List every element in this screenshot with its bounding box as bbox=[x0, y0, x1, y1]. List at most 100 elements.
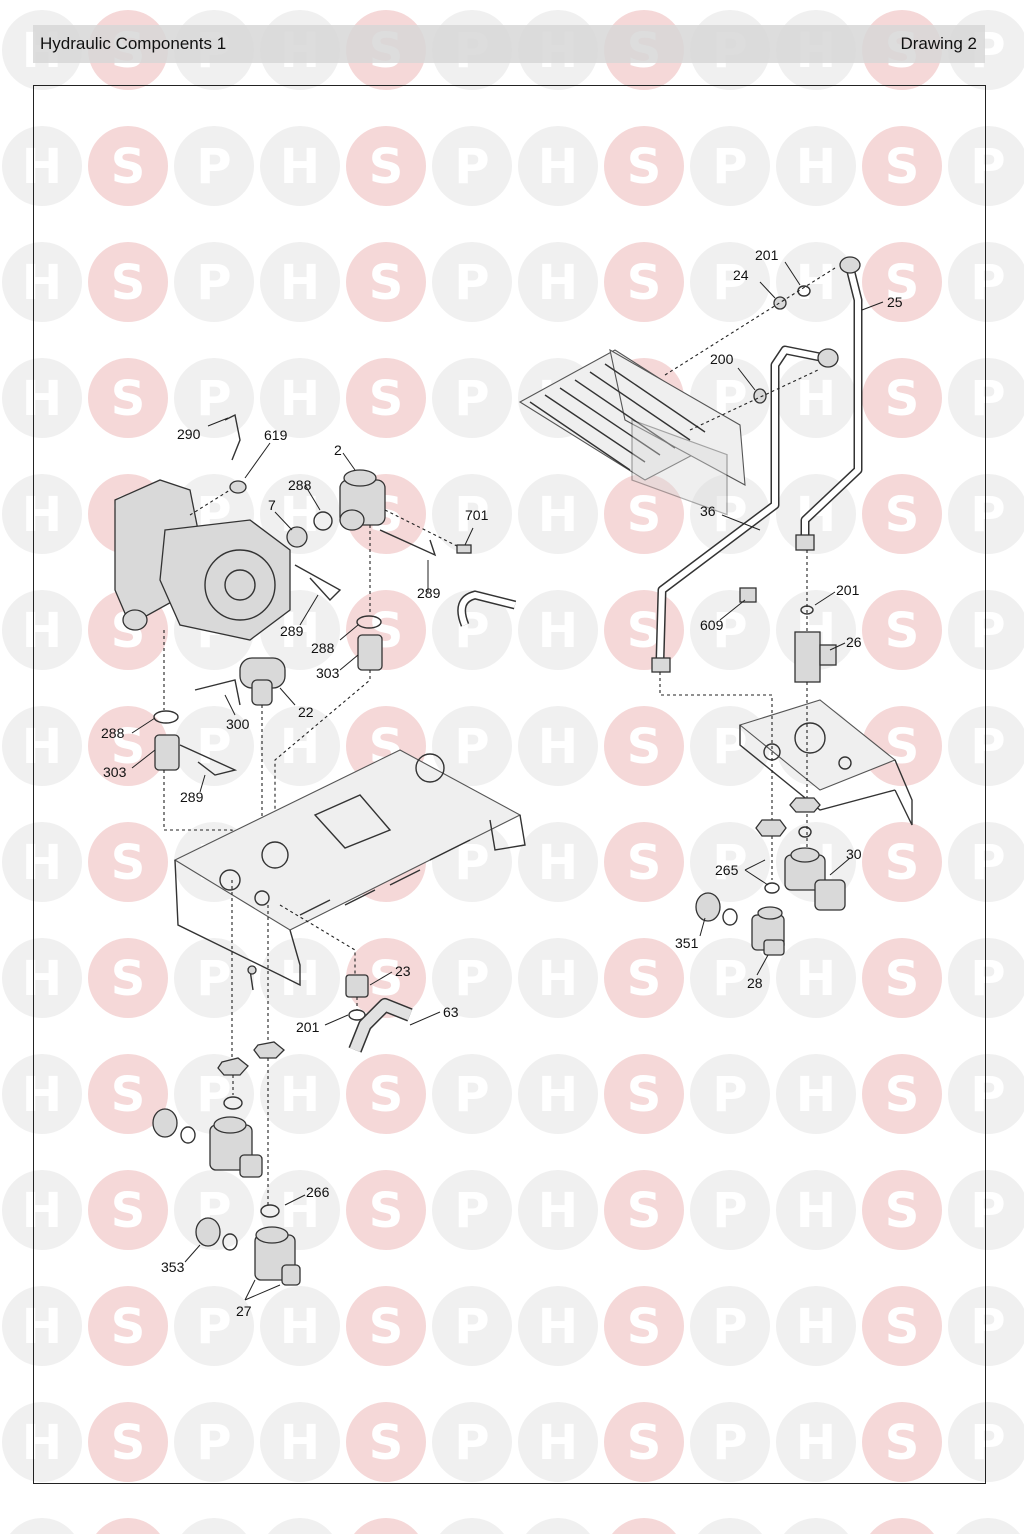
watermark-letter: S bbox=[369, 1415, 404, 1471]
watermark-s-circle: S bbox=[604, 706, 684, 786]
watermark-letter: S bbox=[111, 1183, 146, 1239]
watermark-letter: P bbox=[970, 835, 1005, 891]
watermark-s-circle: S bbox=[604, 1170, 684, 1250]
watermark-s-circle: S bbox=[346, 1170, 426, 1250]
watermark-s-circle: S bbox=[870, 1518, 934, 1534]
adaptor-303-left bbox=[154, 734, 180, 771]
watermark-p-circle: P bbox=[690, 1170, 770, 1250]
watermark-h-circle: H bbox=[2, 474, 82, 554]
watermark-letter: S bbox=[111, 1531, 146, 1534]
callout-200: 200 bbox=[710, 351, 734, 367]
seal-288-mid bbox=[356, 615, 382, 629]
watermark-s-circle: S bbox=[88, 126, 168, 206]
watermark-letter: P bbox=[970, 1183, 1005, 1239]
watermark-h-circle: H bbox=[776, 358, 856, 438]
watermark-p-circle: P bbox=[690, 822, 770, 902]
watermark-letter: H bbox=[538, 487, 578, 543]
watermark-letter: P bbox=[196, 1415, 231, 1471]
watermark-s-circle: S bbox=[604, 474, 684, 554]
watermark-letter: P bbox=[196, 255, 231, 311]
pump-assembly bbox=[114, 479, 291, 641]
watermark-s-circle: S bbox=[604, 1402, 684, 1482]
watermark-letter: S bbox=[627, 1183, 662, 1239]
watermark-letter: H bbox=[538, 1067, 578, 1123]
watermark-s-circle: S bbox=[346, 938, 426, 1018]
clip-290 bbox=[224, 413, 241, 461]
watermark-s-circle: S bbox=[604, 1286, 684, 1366]
flow-pipe-25 bbox=[795, 256, 863, 551]
watermark-letter: S bbox=[885, 719, 920, 775]
watermark-letter: H bbox=[22, 1183, 62, 1239]
flow-sensor-26 bbox=[794, 550, 837, 683]
watermark-p-circle: P bbox=[948, 590, 1024, 670]
callout-266: 266 bbox=[306, 1184, 330, 1200]
watermark-s-circle: S bbox=[862, 938, 942, 1018]
watermark-letter: H bbox=[280, 1299, 320, 1355]
watermark-h-circle: H bbox=[2, 1170, 82, 1250]
watermark-letter: P bbox=[454, 487, 489, 543]
watermark-h-circle: H bbox=[518, 706, 598, 786]
watermark-letter: H bbox=[796, 1183, 836, 1239]
callout-353: 353 bbox=[161, 1259, 185, 1275]
nut-351 bbox=[695, 892, 721, 922]
watermark-p-circle: P bbox=[948, 706, 1024, 786]
watermark-letter: P bbox=[712, 951, 747, 1007]
watermark-letter: S bbox=[111, 139, 146, 195]
watermark-p-circle: P bbox=[948, 822, 1024, 902]
watermark-letter: S bbox=[369, 371, 404, 427]
watermark-p-circle: P bbox=[174, 358, 254, 438]
watermark-letter: P bbox=[196, 1067, 231, 1123]
watermark-letter: H bbox=[22, 835, 62, 891]
watermark-letter: S bbox=[885, 603, 920, 659]
watermark-letter: P bbox=[454, 371, 489, 427]
watermark-letter: S bbox=[369, 1299, 404, 1355]
nut-353 bbox=[195, 1217, 221, 1247]
watermark-letter: H bbox=[538, 1183, 578, 1239]
callout-25: 25 bbox=[887, 294, 903, 310]
nut-23 bbox=[345, 974, 369, 998]
watermark-p-circle: P bbox=[948, 358, 1024, 438]
heat-exchanger bbox=[518, 348, 746, 516]
watermark-s-circle: S bbox=[862, 1170, 942, 1250]
watermark-letter: P bbox=[454, 255, 489, 311]
hose bbox=[458, 591, 516, 627]
watermark-p-circle: P bbox=[440, 1518, 504, 1534]
watermark-h-circle: H bbox=[268, 1518, 332, 1534]
watermark-h-circle: H bbox=[776, 126, 856, 206]
callout-30: 30 bbox=[846, 846, 862, 862]
watermark-letter: P bbox=[970, 139, 1005, 195]
watermark-s-circle: S bbox=[862, 706, 942, 786]
watermark-letter: H bbox=[796, 255, 836, 311]
clip-609 bbox=[739, 587, 757, 603]
seal-288-left bbox=[153, 710, 179, 724]
watermark-s-circle: S bbox=[88, 242, 168, 322]
watermark-h-circle: H bbox=[2, 822, 82, 902]
watermark-letter: S bbox=[627, 1531, 662, 1534]
callout-288-c: 288 bbox=[101, 725, 125, 741]
watermark-letter: P bbox=[196, 1531, 231, 1534]
watermark-letter: S bbox=[627, 1067, 662, 1123]
watermark-s-circle: S bbox=[604, 938, 684, 1018]
clip-289-left bbox=[179, 744, 238, 776]
watermark-h-circle: H bbox=[776, 1054, 856, 1134]
watermark-letter: H bbox=[538, 719, 578, 775]
watermark-h-circle: H bbox=[518, 1286, 598, 1366]
pipe-elbow-63 bbox=[348, 998, 413, 1053]
watermark-h-circle: H bbox=[518, 590, 598, 670]
watermark-letter: H bbox=[538, 1531, 578, 1534]
watermark-letter: P bbox=[970, 719, 1005, 775]
watermark-h-circle: H bbox=[260, 706, 340, 786]
watermark-letter: P bbox=[712, 1067, 747, 1123]
watermark-letter: H bbox=[280, 371, 320, 427]
watermark-letter: H bbox=[538, 255, 578, 311]
watermark-p-circle: P bbox=[690, 126, 770, 206]
watermark-letter: P bbox=[454, 1183, 489, 1239]
watermark-letter: S bbox=[627, 487, 662, 543]
watermark-p-circle: P bbox=[948, 242, 1024, 322]
watermark-letter: S bbox=[111, 951, 146, 1007]
watermark-letter: H bbox=[280, 1183, 320, 1239]
watermark-s-circle: S bbox=[346, 1054, 426, 1134]
watermark-h-circle: H bbox=[260, 1402, 340, 1482]
watermark-letter: P bbox=[454, 1299, 489, 1355]
